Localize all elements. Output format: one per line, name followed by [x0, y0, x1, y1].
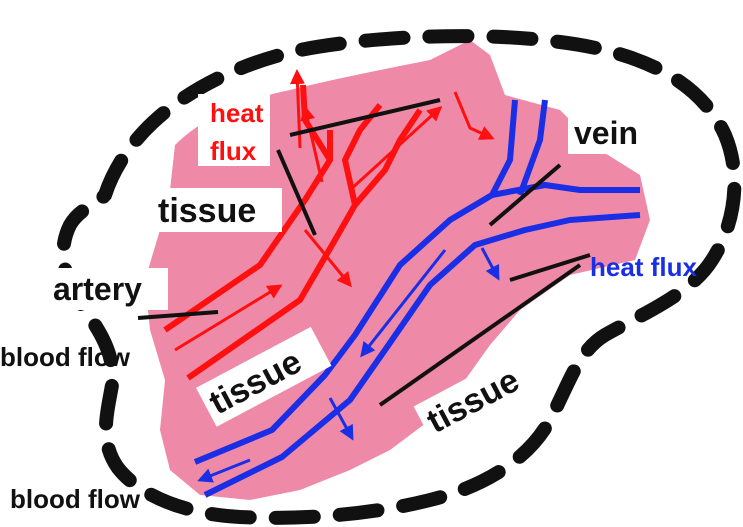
- leader-tissue-top: [276, 149, 317, 236]
- vein-heat-flux-arrow-1: [480, 247, 500, 281]
- label-bg-vein: [568, 114, 658, 154]
- label-tissue-top: tissue: [158, 192, 256, 230]
- label-bg-tissue-middle: [195, 326, 332, 427]
- label-heat-flux-artery-2: flux: [210, 136, 257, 166]
- vein-wall-upper: [193, 99, 518, 465]
- label-artery: artery: [53, 271, 142, 307]
- label-bg-tissue-right: [413, 344, 551, 446]
- leader-lines: [137, 98, 591, 407]
- vein-wall-lower: [203, 212, 641, 498]
- artery-flow-arrow-branch-1: [300, 105, 324, 183]
- label-bg-artery: [50, 268, 168, 310]
- dashed-boundary: [56, 29, 742, 525]
- leader-heat-flux-vein-1: [509, 253, 591, 282]
- label-vein: vein: [574, 115, 638, 151]
- artery: [163, 69, 495, 381]
- vein-branch-upper: [491, 182, 640, 198]
- label-blood-flow-out: blood flow: [10, 484, 141, 514]
- labels: heat flux tissue artery blood flow vein …: [0, 94, 697, 514]
- artery-flow-arrow-branch-2: [348, 105, 443, 192]
- leader-heat-flux-vein-2: [378, 263, 582, 407]
- label-blood-flow-in: blood flow: [0, 342, 131, 372]
- label-bg-heat-flux: [198, 94, 270, 166]
- artery-heat-flux-arrow-2: [453, 91, 495, 140]
- leader-heat-flux: [289, 98, 441, 137]
- label-heat-flux-artery-1: heat: [210, 98, 264, 128]
- artery-heat-flux-arrow-1: [289, 69, 305, 149]
- artery-heat-flux-arrow-3: [303, 229, 352, 288]
- leader-vein: [488, 163, 562, 227]
- vein-flow-arrow-out: [197, 458, 251, 483]
- vein-branch-mid: [517, 99, 548, 197]
- vein: [193, 99, 641, 498]
- vein-heat-flux-arrow-2: [328, 397, 354, 441]
- vein-flow-arrow: [360, 249, 447, 358]
- label-bg-tissue-top: [152, 188, 282, 232]
- artery-wall-upper: [163, 130, 333, 333]
- artery-flow-arrow: [174, 284, 283, 352]
- label-heat-flux-vein: heat flux: [590, 252, 697, 282]
- leader-artery: [137, 310, 219, 320]
